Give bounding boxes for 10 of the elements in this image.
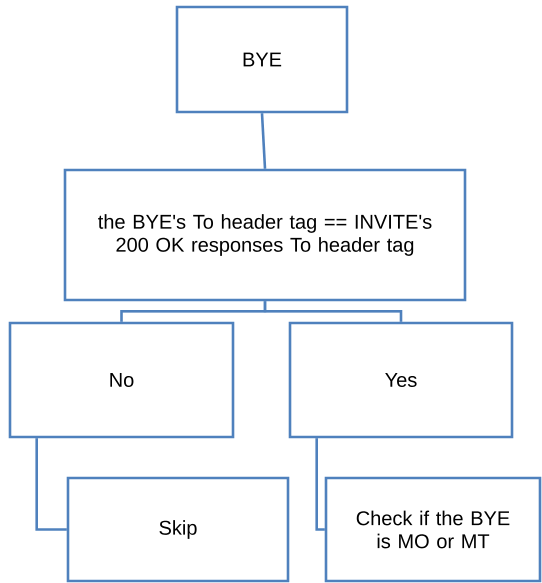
connector-line	[315, 438, 325, 531]
process-box: Yes	[288, 322, 514, 438]
process-box: BYE	[176, 6, 348, 114]
process-box: Skip	[66, 476, 290, 582]
process-box: No	[8, 322, 234, 438]
connector-line	[260, 113, 266, 169]
connector-line	[35, 438, 67, 531]
connector-line	[264, 301, 402, 322]
process-box: Check if the BYE is MO or MT	[324, 476, 542, 582]
process-box: the BYE's To header tag == INVITE's 200 OK responses To header tag	[64, 168, 466, 302]
